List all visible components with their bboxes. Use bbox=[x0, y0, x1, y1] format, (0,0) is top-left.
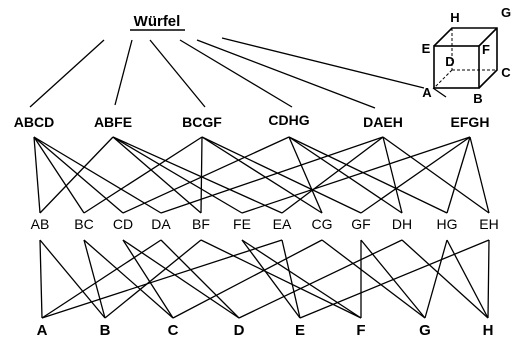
face-edge-line bbox=[33, 136, 162, 214]
face-edge-line bbox=[281, 136, 384, 214]
edge-label: CD bbox=[113, 216, 133, 232]
face-edge-line bbox=[112, 136, 202, 214]
vertex-label: E bbox=[295, 322, 305, 339]
face-edge-line bbox=[200, 136, 203, 214]
edge-vertex-line bbox=[241, 239, 362, 319]
vertex-label: F bbox=[356, 322, 365, 339]
diagram-title: Würfel bbox=[134, 13, 181, 30]
face-edge-line bbox=[33, 136, 124, 214]
face-edge-line bbox=[288, 136, 403, 214]
face-label: ABCD bbox=[14, 114, 54, 130]
face-edge-line bbox=[382, 136, 403, 214]
edge-label: HG bbox=[437, 216, 458, 232]
face-label: EFGH bbox=[451, 114, 490, 130]
face-edge-line bbox=[201, 136, 323, 214]
face-label: CDHG bbox=[268, 112, 309, 128]
face-edge-line bbox=[288, 136, 323, 214]
vertex-label: H bbox=[483, 322, 494, 339]
edge-vertex-line bbox=[299, 239, 490, 319]
edge-label: EH bbox=[479, 216, 498, 232]
edge-vertex-line bbox=[41, 239, 283, 319]
vertex-label: D bbox=[234, 322, 245, 339]
vertex-label: C bbox=[168, 322, 179, 339]
face-edge-line bbox=[160, 136, 384, 214]
edges-row: AB BC CD DA BF FE EA CG GF DH HG EH bbox=[31, 216, 499, 232]
cube-label-a: A bbox=[422, 85, 432, 100]
face-edge-line bbox=[39, 136, 114, 214]
face-label: BCGF bbox=[182, 114, 222, 130]
face-edge-line bbox=[382, 136, 490, 214]
cube-label-g: G bbox=[501, 5, 511, 20]
face-edge-line bbox=[446, 136, 471, 214]
face-label: DAEH bbox=[363, 114, 403, 130]
cube-label-d: D bbox=[445, 54, 454, 69]
cube-label-b: B bbox=[473, 91, 482, 106]
edge-vertex-line bbox=[238, 239, 403, 319]
vertices-row: A B C D E F G H bbox=[37, 322, 494, 339]
edge-vertex-line bbox=[83, 239, 106, 319]
edge-vertex-line bbox=[172, 239, 323, 319]
face-edge-line bbox=[33, 136, 85, 214]
cube-label-e: E bbox=[422, 41, 431, 56]
face-edge-line bbox=[112, 136, 243, 214]
face-edge-line bbox=[288, 136, 448, 214]
title-face-line bbox=[29, 39, 105, 108]
vertex-label: G bbox=[419, 322, 431, 339]
face-edge-line bbox=[201, 136, 362, 214]
face-edge-line bbox=[83, 136, 203, 214]
edge-vertex-line bbox=[401, 239, 489, 319]
edge-vertex-line bbox=[446, 239, 489, 319]
edge-label: AB bbox=[31, 216, 50, 232]
edge-vertex-line bbox=[281, 239, 301, 319]
edge-label: EA bbox=[273, 216, 292, 232]
face-label: ABFE bbox=[94, 114, 132, 130]
edge-vertex-line bbox=[83, 239, 174, 319]
face-edge-line bbox=[112, 136, 283, 214]
faces-row: ABCD ABFE BCGF CDHG DAEH EFGH bbox=[14, 112, 490, 130]
edge-vertex-line bbox=[160, 239, 240, 319]
edge-label: DH bbox=[392, 216, 412, 232]
edge-label: FE bbox=[233, 216, 251, 232]
edge-vertex-line bbox=[39, 239, 106, 319]
edge-vertex-line bbox=[241, 239, 301, 319]
edge-vertex-line bbox=[200, 239, 362, 319]
face-edge-line bbox=[360, 136, 471, 214]
edge-label: BF bbox=[192, 216, 210, 232]
vertex-label: A bbox=[37, 322, 48, 339]
edge-label: DA bbox=[151, 216, 171, 232]
face-edge-line bbox=[33, 136, 41, 214]
edge-vertex-line bbox=[41, 239, 162, 319]
connection-lines bbox=[29, 37, 490, 319]
title-face-line bbox=[179, 39, 293, 108]
face-edge-line bbox=[241, 136, 471, 214]
title-face-line bbox=[149, 39, 206, 108]
title-face-line bbox=[196, 39, 376, 109]
title-face-line bbox=[114, 39, 133, 106]
cube-label-c: C bbox=[501, 65, 511, 80]
face-edge-line bbox=[469, 136, 490, 214]
cube-icon: H G E F D C A B bbox=[422, 5, 512, 106]
cube-label-f: F bbox=[482, 42, 490, 57]
edge-vertex-line bbox=[122, 239, 174, 319]
edge-label: CG bbox=[312, 216, 333, 232]
edge-vertex-line bbox=[104, 239, 202, 319]
vertex-label: B bbox=[100, 322, 111, 339]
edge-vertex-line bbox=[487, 239, 490, 319]
edge-vertex-line bbox=[39, 239, 43, 319]
edge-vertex-line bbox=[424, 239, 448, 319]
face-edge-line bbox=[122, 136, 290, 214]
edge-vertex-line bbox=[122, 239, 240, 319]
cube-label-h: H bbox=[450, 10, 459, 25]
title-face-line bbox=[221, 37, 425, 89]
edge-vertex-line bbox=[321, 239, 426, 319]
edge-label: GF bbox=[351, 216, 370, 232]
edge-label: BC bbox=[74, 216, 93, 232]
